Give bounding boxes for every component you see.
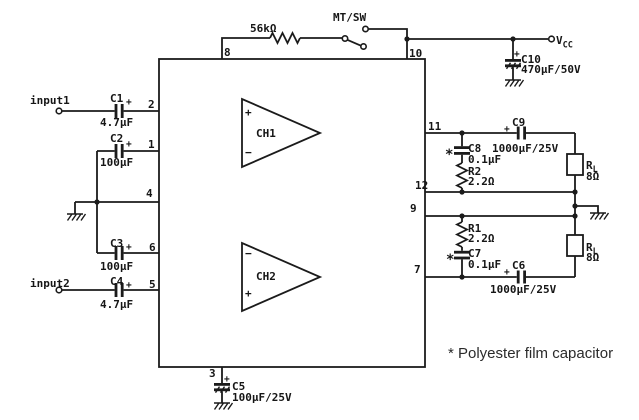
c6-polarity: + [504, 267, 510, 278]
rl-top-ref-label: RL [586, 159, 598, 175]
cap-c1-plates [114, 104, 124, 118]
cap-c9-plates [516, 126, 526, 140]
c8-ref-label: C8 [468, 142, 481, 155]
c4-polarity: + [126, 280, 132, 291]
c6-ref-label: C6 [512, 259, 526, 272]
c1-value-label: 4.7µF [100, 116, 133, 129]
ch2-noninv-mark: + [245, 287, 252, 300]
cap-c4-plates [114, 283, 124, 297]
switch-label: MT/SW [333, 11, 366, 24]
polyester-film-note: * Polyester film capacitor [448, 345, 613, 362]
resistor-rl-top-body [566, 153, 584, 176]
c2-ref-label: C2 [110, 132, 123, 145]
switch-arm [346, 38, 362, 47]
input2-terminal [55, 286, 63, 294]
input1-terminal [55, 107, 63, 115]
rl-bottom-ref-label: RL [586, 241, 598, 257]
c8-film-mark: * [445, 147, 453, 163]
junction-dots [94, 36, 578, 280]
c6-value-label: 1000µF/25V [490, 283, 557, 296]
amp-ch1-triangle [241, 97, 323, 169]
c2-value-label: 100µF [100, 156, 133, 169]
pin-label-2: 2 [148, 98, 155, 111]
r2-ref-label: R2 [468, 165, 481, 178]
c10-value-label: 470µF/50V [521, 63, 581, 76]
pin-label-1: 1 [148, 138, 155, 151]
resistor-rl-bottom-body [566, 234, 584, 257]
pin-label-12: 12 [415, 179, 428, 192]
c9-value-label: 1000µF/25V [492, 142, 559, 155]
c10-polarity: + [514, 49, 520, 60]
input1-label: input1 [30, 94, 70, 107]
ground-symbol-c5 [213, 402, 234, 410]
pin-label-11: 11 [428, 120, 442, 133]
pin-label-9: 9 [410, 202, 417, 215]
vcc-label: VCC [556, 34, 573, 51]
pin-label-7: 7 [414, 263, 421, 276]
pin-label-6: 6 [149, 241, 156, 254]
resistor-56k-label: 56kΩ [250, 22, 277, 35]
c5-ref-label: C5 [232, 380, 245, 393]
c4-value-label: 4.7µF [100, 298, 133, 311]
ch2-label: CH2 [256, 270, 276, 283]
ch1-noninv-mark: + [245, 106, 252, 119]
c9-polarity: + [504, 124, 510, 135]
c4-ref-label: C4 [110, 275, 124, 288]
cap-c8-plates [454, 146, 470, 155]
cap-c3-plates [114, 246, 124, 260]
cap-c10-plates [505, 59, 522, 70]
c3-polarity: + [126, 242, 132, 253]
c3-ref-label: C3 [110, 237, 123, 250]
c1-polarity: + [126, 97, 132, 108]
vcc-terminal [547, 35, 556, 43]
ch1-label: CH1 [256, 127, 276, 140]
pin-label-3: 3 [209, 367, 216, 380]
c1-ref-label: C1 [110, 92, 124, 105]
ch1-inv-mark: − [245, 146, 252, 159]
resistor-56k-zigzag [269, 30, 301, 46]
ch2-inv-mark: − [245, 247, 252, 260]
cap-c2-plates [114, 144, 124, 158]
r1-value-label: 2.2Ω [468, 232, 495, 245]
ground-symbol-c10 [504, 79, 525, 87]
rl-top-value-label: 8Ω [586, 170, 600, 183]
c7-value-label: 0.1µF [468, 258, 501, 271]
c2-polarity: + [126, 139, 132, 150]
c8-value-label: 0.1µF [468, 153, 501, 166]
r2-value-label: 2.2Ω [468, 175, 495, 188]
amp-ch2-triangle [241, 241, 323, 313]
c7-ref-label: C7 [468, 247, 481, 260]
ground-symbol-output [589, 212, 610, 220]
c7-film-mark: * [446, 252, 454, 268]
r1-ref-label: R1 [468, 222, 482, 235]
cap-c6-plates [516, 270, 526, 284]
c5-polarity: + [224, 374, 230, 385]
switch-pole-contact [341, 34, 349, 42]
switch-arm-contact [359, 42, 367, 50]
c10-ref-label: C10 [521, 53, 541, 66]
c3-value-label: 100µF [100, 260, 133, 273]
pin-label-5: 5 [149, 278, 156, 291]
cap-c7-plates [454, 250, 470, 260]
resistor-r1-zigzag [454, 221, 470, 248]
resistor-r2-zigzag [454, 162, 470, 189]
switch-upper-contact [361, 25, 369, 33]
ground-symbol-input [66, 213, 87, 221]
pin-label-4: 4 [146, 187, 153, 200]
pin-label-8: 8 [224, 46, 231, 59]
c5-value-label: 100µF/25V [232, 391, 292, 404]
input2-label: input2 [30, 277, 70, 290]
pin-label-10: 10 [409, 47, 422, 60]
ic-outline [158, 58, 426, 368]
c9-ref-label: C9 [512, 116, 525, 129]
cap-c5-plates [214, 383, 231, 393]
rl-bottom-value-label: 8Ω [586, 251, 600, 264]
